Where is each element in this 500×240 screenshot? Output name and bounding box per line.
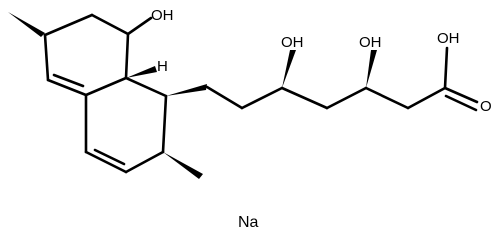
bond-ring-a3 <box>124 32 130 80</box>
bond-chain-6 <box>406 86 447 110</box>
bond-ring-a1 <box>43 13 94 37</box>
label-oh-acid: OH <box>437 30 460 47</box>
bond-ring-a5-double <box>52 73 85 88</box>
bond-ring-oh <box>126 16 153 36</box>
label-o-carbonyl: O <box>480 98 492 115</box>
bond-ring-b5 <box>124 76 168 98</box>
bond-acid-oh <box>443 46 449 90</box>
bond-chain-2 <box>240 86 284 110</box>
label-oh-ring: OH <box>151 7 174 24</box>
bond-carbonyl-1 <box>443 86 479 104</box>
chain-oh-wedge-1 <box>282 50 296 88</box>
bond-chain-3 <box>280 86 329 110</box>
lower-methyl-wedge-bond <box>163 152 203 179</box>
bond-chain-5 <box>364 86 410 110</box>
chain-oh-wedge-2 <box>366 50 377 88</box>
bond-carbonyl-2 <box>444 94 478 112</box>
bond-chain-1 <box>205 85 244 110</box>
h-wedge-bond <box>126 66 157 78</box>
molecule-structure: OH H OH OH OH O Na <box>8 7 492 231</box>
bond-ring-a5 <box>46 78 88 97</box>
bond-ring-b2-double <box>93 148 126 166</box>
bond-ring-b2 <box>84 150 128 174</box>
bond-ring-a4 <box>84 76 128 97</box>
methyl-wedge-bond <box>8 12 45 37</box>
bond-ring-a6 <box>43 33 50 82</box>
bond-ring-a2 <box>90 13 130 36</box>
label-sodium: Na <box>238 214 259 231</box>
sidechain-wedge-bond <box>166 84 207 96</box>
label-h-stereo: H <box>157 58 168 75</box>
label-oh-chain-2: OH <box>359 34 382 51</box>
bond-ring-b3 <box>124 150 165 174</box>
bond-chain-4 <box>325 86 368 110</box>
bond-ring-b4 <box>161 94 168 154</box>
label-oh-chain-1: OH <box>281 34 304 51</box>
structure-canvas: OH H OH OH OH O Na <box>8 7 492 231</box>
